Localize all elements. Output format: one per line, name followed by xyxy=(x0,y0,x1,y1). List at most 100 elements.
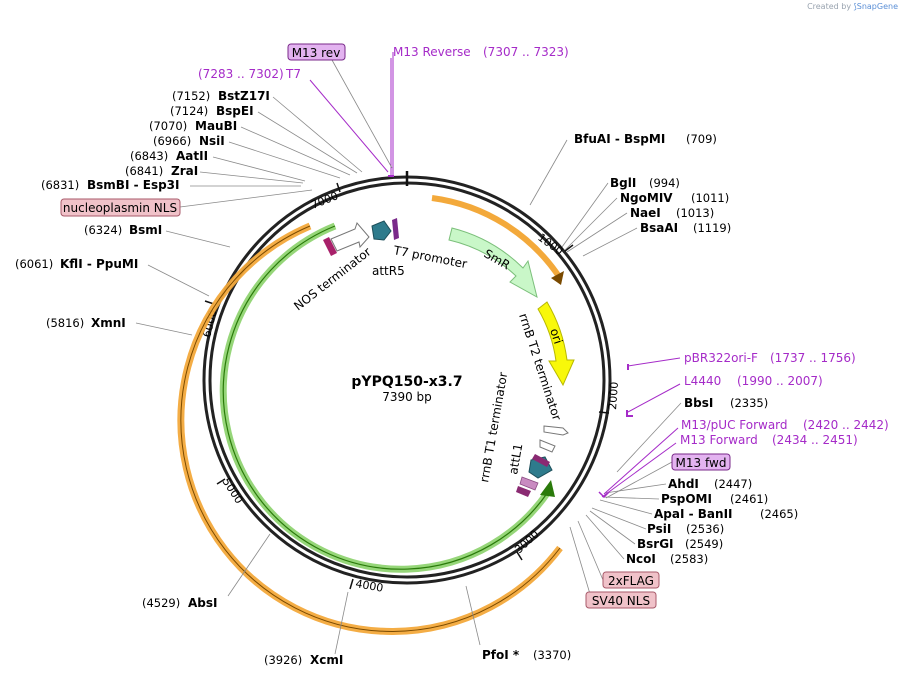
nucleoplasmin-nls-text: nucleoplasmin NLS xyxy=(63,201,177,215)
pbr322ori-name: pBR322ori-F xyxy=(684,351,758,365)
leader-2xflag xyxy=(577,520,604,581)
site-ncoi: NcoI xyxy=(626,552,656,566)
m13-forward-leader xyxy=(601,442,677,498)
orange-arc-top-arrowhead xyxy=(551,271,564,285)
site-bstz17i: BstZ17I xyxy=(218,89,270,103)
leader-naei xyxy=(566,212,628,253)
attr5-label: attR5 xyxy=(372,264,405,278)
leader-ahdi xyxy=(604,483,667,494)
m13-rev-leader xyxy=(331,59,393,169)
tick-label-3000: 3000 xyxy=(512,528,541,557)
orange-cds-arc xyxy=(177,222,563,635)
flag-box xyxy=(602,571,660,589)
site-pos-bsaai: (1119) xyxy=(693,221,731,235)
leader-bfuai xyxy=(529,139,568,206)
flag-text: 2xFLAG xyxy=(608,574,654,588)
leader-maubi xyxy=(240,126,351,176)
nucleoplasmin-nls-box xyxy=(60,198,181,217)
leader-bbsi xyxy=(616,402,682,473)
plasmid-name: pYPQ150-x3.7 xyxy=(351,374,462,390)
site-naei: NaeI xyxy=(630,206,661,220)
site-pos-kfli: (6061) xyxy=(15,257,53,271)
site-pos-ncoi: (2583) xyxy=(670,552,708,566)
leader-bspei xyxy=(257,111,358,174)
site-absi: AbsI xyxy=(188,596,217,610)
site-pos-bstz17i: (7152) xyxy=(172,89,210,103)
leader-absi xyxy=(227,533,271,597)
ori-feature xyxy=(537,301,575,387)
green-arc-arrowhead xyxy=(540,480,555,497)
snapgene-logo-icon: ⟆ xyxy=(853,2,857,11)
site-pos-bsrgi: (2549) xyxy=(685,537,723,551)
leader-ncoi xyxy=(585,514,625,560)
pink-feature xyxy=(519,476,539,491)
m13-fwd-leader xyxy=(605,461,673,499)
site-pos-aatii: (6843) xyxy=(130,149,168,163)
tick-5000 xyxy=(216,478,226,485)
t7-primer-name: T7 xyxy=(285,67,301,81)
orange-cds-arc-core xyxy=(180,225,561,632)
terminator-small-arrow xyxy=(543,425,569,436)
site-pos-naei: (1013) xyxy=(676,206,714,220)
t7-primer-range: (7283 .. 7302) xyxy=(198,67,284,81)
credit-prefix: Created by xyxy=(807,2,852,11)
tick-3000 xyxy=(516,551,523,561)
leader-psii xyxy=(591,507,647,530)
m13puc-forward-leader xyxy=(603,427,679,495)
smr-feature xyxy=(448,227,538,298)
site-bsmi: BsmI xyxy=(129,223,162,237)
rrnb-t1-label: rrnB T1 terminator xyxy=(477,371,510,483)
tick-1000 xyxy=(564,244,574,252)
site-ngomiv: NgoMIV xyxy=(620,191,673,205)
leader-xmni xyxy=(135,322,193,336)
site-ahdi: AhdI xyxy=(668,477,699,491)
site-pos-pfoi: (3370) xyxy=(533,648,571,662)
m13puc-forward-range: (2420 .. 2442) xyxy=(803,418,889,432)
m13-reverse-name: M13 Reverse xyxy=(393,45,471,59)
tick-2000 xyxy=(598,411,610,414)
credit-brand: SnapGene xyxy=(856,2,898,11)
site-pos-bgli: (994) xyxy=(649,176,680,190)
snapgene-credit: Created by ⟆SnapGene xyxy=(807,2,898,11)
tick-label-4000: 4000 xyxy=(354,577,384,595)
terminator-small-arrow-2 xyxy=(539,439,556,453)
pbr322ori-range: (1737 .. 1756) xyxy=(770,351,856,365)
magenta-feature-1 xyxy=(532,454,550,467)
plasmid-length: 7390 bp xyxy=(382,390,432,404)
m13-forward-range: (2434 .. 2451) xyxy=(772,433,858,447)
site-aatii: AatII xyxy=(176,149,208,163)
site-pos-zrai: (6841) xyxy=(125,164,163,178)
site-pfoi: PfoI * xyxy=(482,648,520,662)
t7-promoter-feature xyxy=(392,218,399,240)
site-bsrgi: BsrGI xyxy=(637,537,674,551)
leader-pfoi xyxy=(465,585,481,646)
leader-aatii xyxy=(212,156,306,182)
leader-nsii xyxy=(228,141,341,179)
m13-reverse-range: (7307 .. 7323) xyxy=(483,45,569,59)
t7-primer-leader xyxy=(309,79,389,173)
m13-rev-text: M13 rev xyxy=(292,46,341,60)
magenta-feature-2 xyxy=(516,486,531,497)
site-pos-pspomi: (2461) xyxy=(730,492,768,506)
sv40-nls-text: SV40 NLS xyxy=(592,594,650,608)
orange-arc-top xyxy=(431,195,563,280)
site-pos-maubi: (7070) xyxy=(149,119,187,133)
site-pos-nsii: (6966) xyxy=(153,134,191,148)
tick-label-5000: 5000 xyxy=(219,476,245,507)
site-pos-apai: (2465) xyxy=(760,507,798,521)
leader-bgli xyxy=(561,182,609,248)
leader-sv40 xyxy=(569,526,591,595)
site-pos-bspei: (7124) xyxy=(170,104,208,118)
site-pos-xcmi: (3926) xyxy=(264,653,302,667)
l4440-mark xyxy=(626,410,633,417)
site-pspomi: PspOMI xyxy=(661,492,712,506)
leader-nucleoplasmin xyxy=(179,189,313,208)
site-bsaai: BsaAI xyxy=(640,221,678,235)
site-pos-bfuai: (709) xyxy=(686,132,717,146)
leader-bstz17i xyxy=(272,96,363,173)
leader-kfli xyxy=(147,264,210,297)
site-xcmi: XcmI xyxy=(310,653,343,667)
m13-fwd-text: M13 fwd xyxy=(676,456,727,470)
leader-bsmi xyxy=(165,230,231,248)
